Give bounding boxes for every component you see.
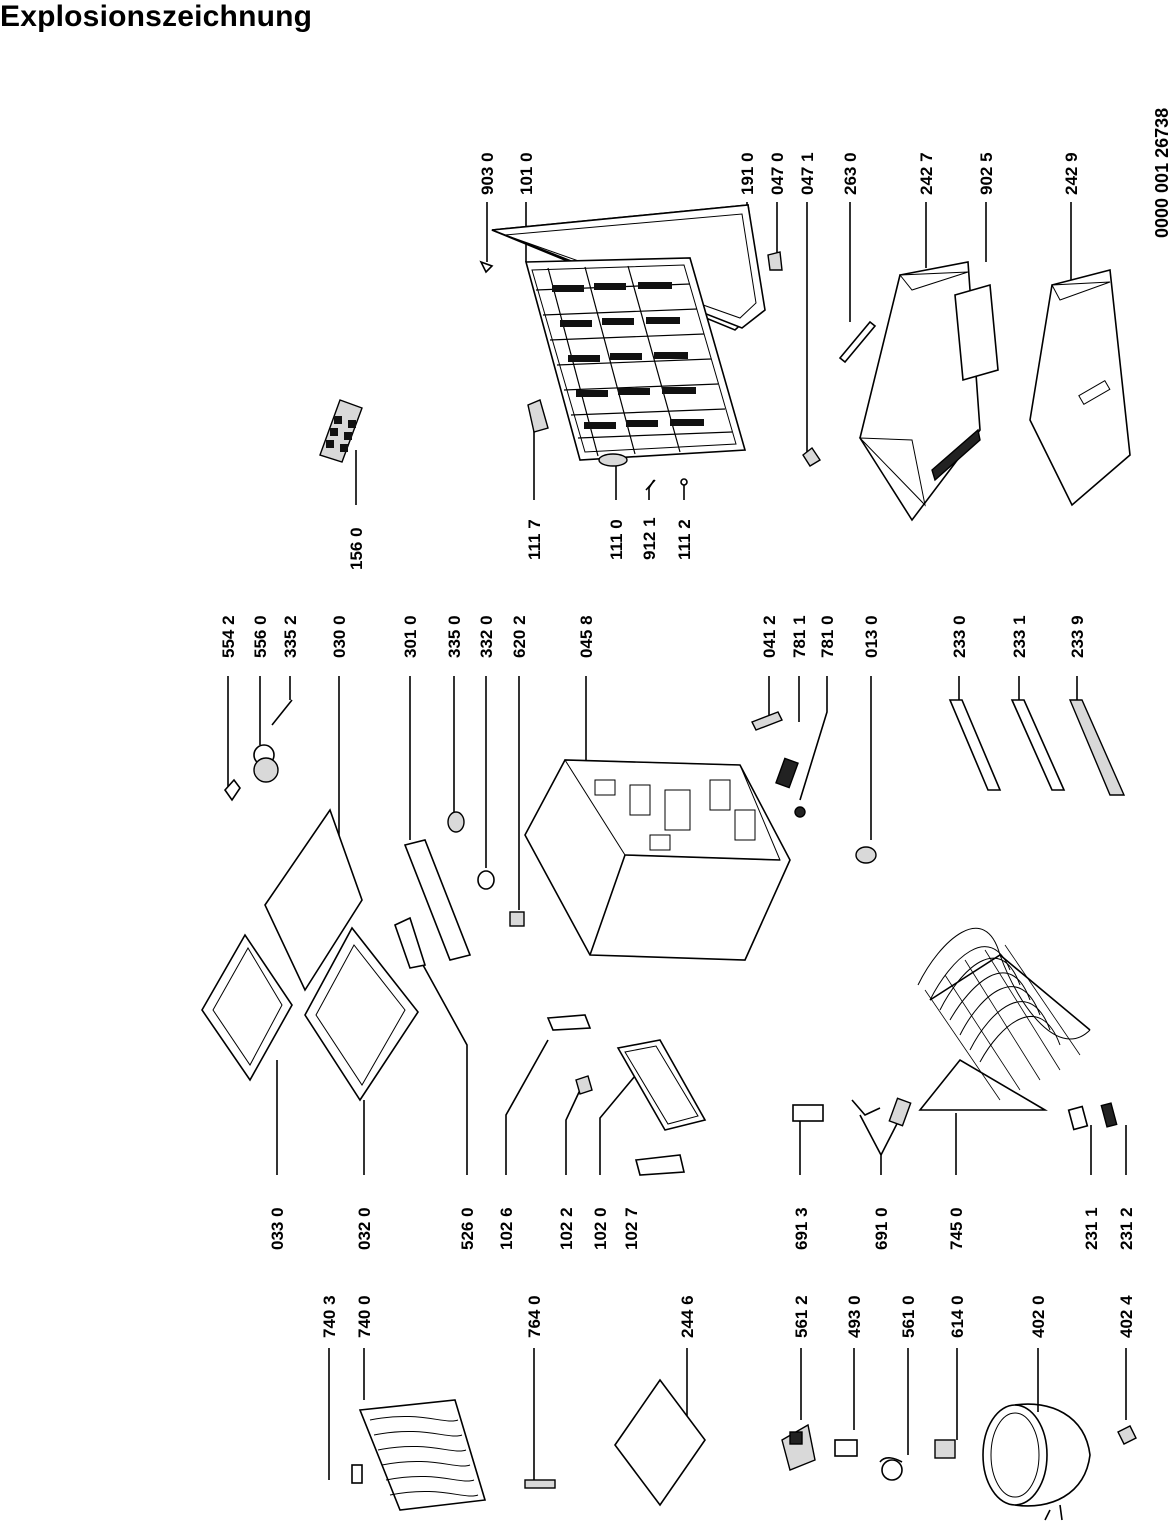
part-label-032-0: 032 0 [355,1207,374,1250]
part-label-231-1: 231 1 [1082,1207,1101,1250]
part-label-556-0: 556 0 [251,615,270,658]
cabinet-body-part [524,759,791,961]
part-label-614-0: 614 0 [948,1295,967,1338]
part-label-030-0: 030 0 [330,615,349,658]
part-label-244-6: 244 6 [678,1295,697,1338]
condenser-part [917,928,1091,1111]
door-panel-part [524,257,747,461]
insulation-sheet-part [614,1378,706,1507]
part-label-263-0: 263 0 [841,152,860,195]
page-title: Explosionszeichnung [0,0,313,33]
part-label-102-0: 102 0 [591,1207,610,1250]
part-label-764-0: 764 0 [525,1295,544,1338]
evaporator-coil-part [351,1399,556,1511]
part-label-102-2: 102 2 [557,1207,576,1250]
ice-tray-part [319,399,363,463]
part-label-332-0: 332 0 [477,615,496,658]
part-label-554-2: 554 2 [219,615,238,658]
part-label-191-0: 191 0 [738,152,757,195]
compressor-part [982,1403,1137,1521]
leader-lines [227,202,1127,1482]
crisper-drawers [858,261,1131,522]
part-label-102-7: 102 7 [622,1207,641,1250]
part-label-242-9: 242 9 [1062,152,1081,195]
part-label-047-1: 047 1 [798,152,817,195]
part-label-526-0: 526 0 [458,1207,477,1250]
part-label-233-1: 233 1 [1010,615,1029,658]
part-label-301-0: 301 0 [401,615,420,658]
part-label-111-2: 111 2 [675,519,694,560]
door-bin-parts [546,1014,707,1176]
mid-small-parts [751,711,877,864]
part-label-335-0: 335 0 [445,615,464,658]
part-label-620-2: 620 2 [510,615,529,658]
part-label-231-2: 231 2 [1117,1207,1136,1250]
part-label-041-2: 041 2 [760,615,779,658]
part-label-903-0: 903 0 [478,152,497,195]
part-label-156-0: 156 0 [347,527,366,570]
part-label-013-0: 013 0 [862,615,881,658]
part-label-740-0: 740 0 [355,1295,374,1338]
label-row-5: 740 3 740 0 764 0 244 6 561 2 493 0 561 … [320,1295,1136,1338]
part-label-102-6: 102 6 [497,1207,516,1250]
lower-small-parts [792,1097,1118,1131]
part-label-101-0: 101 0 [517,152,536,195]
shelf-rails [948,699,1126,796]
part-label-335-2: 335 2 [281,615,300,658]
part-label-033-0: 033 0 [268,1207,287,1250]
part-label-047-0: 047 0 [768,152,787,195]
label-row-1: 903 0 101 0 191 0 047 0 047 1 263 0 242 … [478,152,1081,195]
part-label-561-2: 561 2 [792,1295,811,1338]
small-parts-top [479,251,877,491]
part-label-902-5: 902 5 [977,152,996,195]
part-label-561-0: 561 0 [899,1295,918,1338]
part-label-781-0: 781 0 [818,615,837,658]
top-cover-parts [201,778,419,1102]
part-label-111-7: 111 7 [525,519,544,560]
electrical-small-parts [781,1423,956,1481]
label-row-2: 156 0 111 7 111 0 912 1 111 2 [347,517,694,570]
label-row-4: 033 0 032 0 526 0 102 6 102 2 102 0 102 … [268,1207,1136,1250]
part-label-045-8: 045 8 [577,615,596,658]
part-label-691-3: 691 3 [792,1207,811,1250]
document-number: 0000 001 26738 [1152,108,1172,238]
part-label-740-3: 740 3 [320,1295,339,1338]
part-label-242-7: 242 7 [917,152,936,195]
part-label-912-1: 912 1 [640,517,659,560]
part-label-781-1: 781 1 [790,615,809,658]
label-row-3: 554 2 556 0 335 2 030 0 301 0 335 0 332 … [219,615,1087,658]
part-label-493-0: 493 0 [845,1295,864,1338]
part-label-111-0: 111 0 [607,519,626,560]
part-label-233-0: 233 0 [950,615,969,658]
part-label-402-4: 402 4 [1117,1295,1136,1338]
part-label-691-0: 691 0 [872,1207,891,1250]
part-label-233-9: 233 9 [1068,615,1087,658]
part-label-402-0: 402 0 [1029,1295,1048,1338]
part-label-745-0: 745 0 [947,1207,966,1250]
